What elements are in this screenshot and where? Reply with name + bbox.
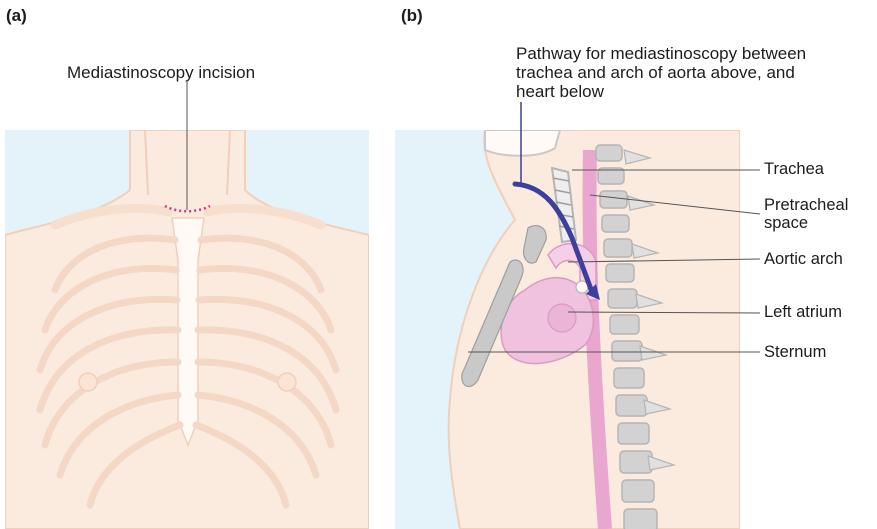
left-nipple (79, 373, 97, 391)
label-pretracheal-line-2: space (764, 214, 848, 232)
label-left-atrium: Left atrium (764, 303, 842, 321)
label-pretracheal-line-1: Pretracheal (764, 196, 848, 214)
right-nipple (278, 373, 296, 391)
label-pretracheal-space: Pretracheal space (764, 196, 848, 232)
label-aortic-arch: Aortic arch (764, 250, 843, 268)
label-trachea: Trachea (764, 160, 824, 178)
left-atrium-shape (548, 304, 576, 332)
panel-b-illustration (395, 130, 740, 529)
jaw (485, 130, 560, 156)
label-sternum: Sternum (764, 343, 826, 361)
